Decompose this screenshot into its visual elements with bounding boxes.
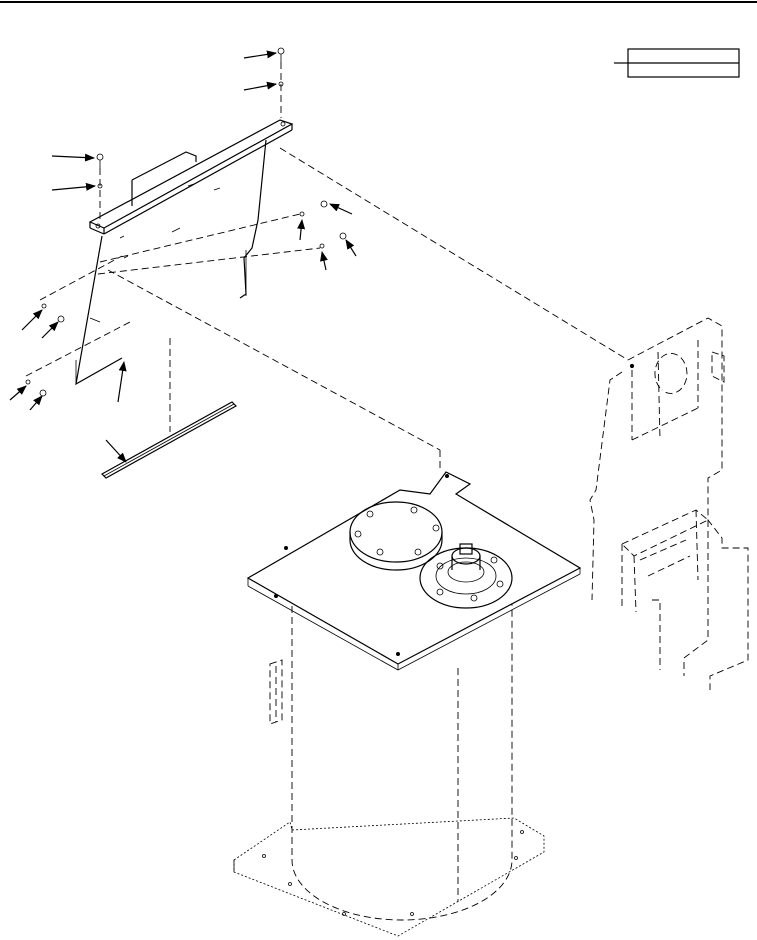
arrow-washer-left <box>51 182 96 191</box>
arrow-seal-strip <box>105 439 127 463</box>
arrow-bolt-right-upper <box>329 203 353 215</box>
back-plate <box>131 151 197 206</box>
callout-arrows <box>9 50 357 463</box>
fastener-front-upper <box>41 303 65 323</box>
fastener-front-lower <box>25 379 47 397</box>
round-cover <box>349 501 443 571</box>
mount-point-markers <box>274 546 400 656</box>
fastener-top-bolt <box>277 47 285 118</box>
tank-top-plate <box>246 471 582 671</box>
callout-box <box>614 48 740 78</box>
panel-body <box>75 139 267 386</box>
fastener-left-bolt <box>96 153 104 220</box>
seal-strip <box>101 401 237 479</box>
arrow-washer-right-upper <box>297 219 306 241</box>
arrow-washer-front-lower <box>9 385 27 401</box>
fastener-right-upper <box>299 200 328 217</box>
arrow-bolt-right-lower <box>345 239 357 257</box>
arrow-panel <box>117 361 127 403</box>
arrow-bolt-front-upper <box>41 321 59 339</box>
filler-flange <box>419 543 513 609</box>
arrow-bolt-left <box>51 153 95 162</box>
side-frame <box>589 317 749 690</box>
arrow-bolt-front-lower <box>29 395 43 411</box>
top-bracket <box>88 119 294 235</box>
arrow-washer-top <box>243 81 277 91</box>
arrow-bolt-top <box>243 50 277 59</box>
arrow-washer-front-upper <box>21 309 43 331</box>
arrow-washer-right-lower <box>320 251 328 271</box>
panel-mount-lines <box>25 147 629 472</box>
tank-body <box>269 604 513 921</box>
fastener-right-lower <box>319 232 347 249</box>
tank-base-plate <box>233 817 545 937</box>
